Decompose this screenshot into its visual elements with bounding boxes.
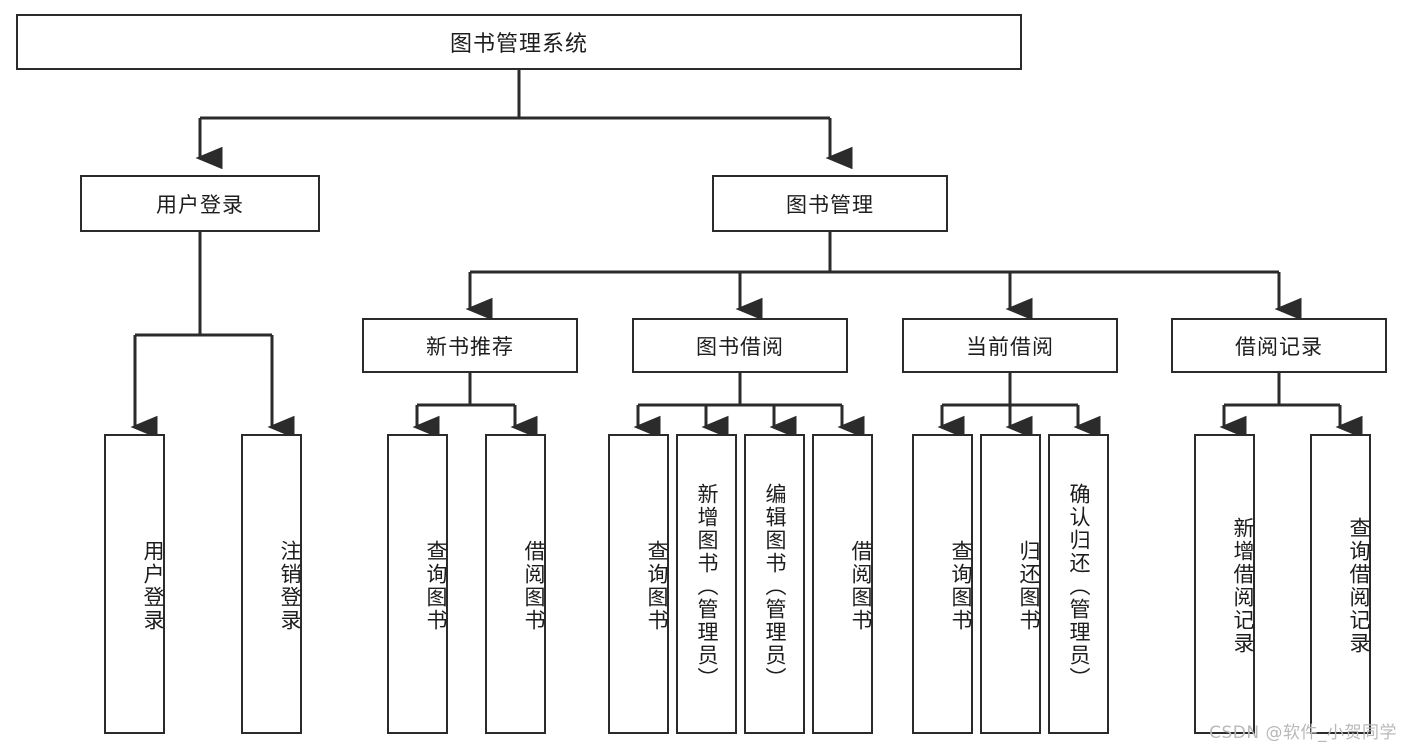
watermark-text: CSDN @软件_小贺同学 (1209, 723, 1397, 743)
leaf-user-login[interactable]: 用户登录 (104, 434, 165, 734)
leaf-label: 用户登录 (141, 540, 165, 632)
node-book-borrow[interactable]: 图书借阅 (632, 318, 848, 373)
node-book-manage[interactable]: 图书管理 (712, 175, 948, 232)
leaf-label: 新增借阅记录 (1231, 517, 1255, 655)
node-borrow-record[interactable]: 借阅记录 (1171, 318, 1387, 373)
leaf-label: 新增图书（管理员） (695, 482, 719, 690)
node-new-book-recommend[interactable]: 新书推荐 (362, 318, 578, 373)
leaf-query-book-1[interactable]: 查询图书 (387, 434, 448, 734)
leaf-label: 借阅图书 (522, 540, 546, 632)
leaf-borrow-book-2[interactable]: 借阅图书 (812, 434, 873, 734)
leaf-edit-book[interactable]: 编辑图书（管理员） (744, 434, 805, 734)
leaf-label: 注销登录 (278, 540, 302, 632)
leaf-label: 编辑图书（管理员） (763, 482, 787, 690)
leaf-label: 借阅图书 (849, 540, 873, 632)
leaf-label: 查询图书 (645, 540, 669, 632)
leaf-query-book-3[interactable]: 查询图书 (912, 434, 973, 734)
leaf-return-book[interactable]: 归还图书 (980, 434, 1041, 734)
leaf-add-book[interactable]: 新增图书（管理员） (676, 434, 737, 734)
leaf-label: 归还图书 (1017, 540, 1041, 632)
leaf-label: 查询借阅记录 (1347, 517, 1371, 655)
leaf-query-book-2[interactable]: 查询图书 (608, 434, 669, 734)
leaf-label: 确认归还（管理员） (1067, 482, 1091, 690)
leaf-logout[interactable]: 注销登录 (241, 434, 302, 734)
node-root-system[interactable]: 图书管理系统 (16, 14, 1022, 70)
node-current-borrow[interactable]: 当前借阅 (902, 318, 1118, 373)
leaf-confirm-return[interactable]: 确认归还（管理员） (1048, 434, 1109, 734)
leaf-add-record[interactable]: 新增借阅记录 (1194, 434, 1255, 734)
node-user-login[interactable]: 用户登录 (80, 175, 320, 232)
leaf-label: 查询图书 (424, 540, 448, 632)
leaf-query-record[interactable]: 查询借阅记录 (1310, 434, 1371, 734)
leaf-borrow-book-1[interactable]: 借阅图书 (485, 434, 546, 734)
leaf-label: 查询图书 (949, 540, 973, 632)
